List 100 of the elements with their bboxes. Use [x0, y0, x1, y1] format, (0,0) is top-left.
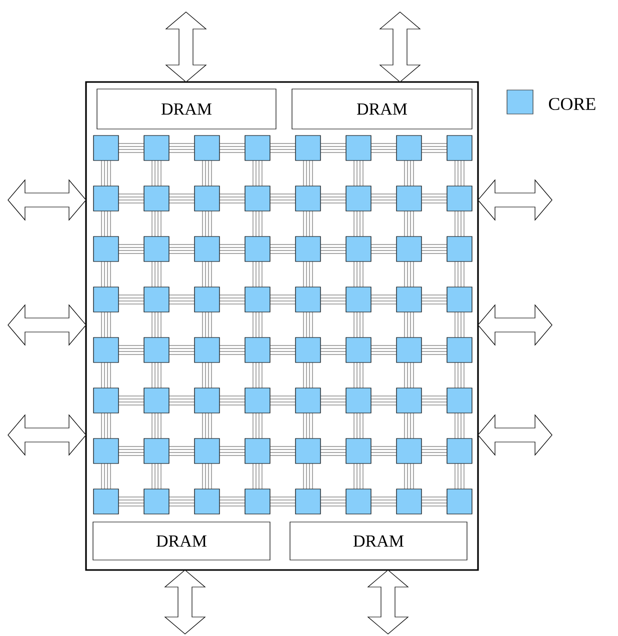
link-bundle	[454, 261, 464, 288]
core-square	[346, 135, 372, 161]
link-bundle	[320, 345, 346, 355]
core-square	[244, 286, 270, 312]
link-bundle	[404, 463, 414, 490]
link-bundle	[454, 362, 464, 388]
link-bundle	[354, 261, 364, 288]
chip-outline	[85, 81, 479, 571]
core-square	[144, 438, 170, 464]
link-bundle	[101, 412, 111, 439]
link-bundle	[320, 396, 346, 406]
link-bundle	[219, 294, 246, 304]
core-square	[244, 186, 270, 212]
link-bundle	[303, 412, 313, 439]
link-bundle	[252, 160, 262, 186]
core-square	[446, 286, 472, 312]
link-bundle	[270, 396, 296, 406]
link-bundle	[354, 160, 364, 186]
link-bundle	[118, 244, 144, 254]
core-square	[194, 438, 220, 464]
link-bundle	[152, 362, 162, 388]
link-bundle	[404, 261, 414, 288]
block-arrow	[8, 179, 86, 221]
core-square	[295, 438, 321, 464]
link-bundle	[303, 362, 313, 388]
link-bundle	[421, 446, 448, 456]
block-arrow	[478, 304, 552, 346]
link-bundle	[168, 244, 195, 254]
core-square	[396, 236, 422, 262]
link-bundle	[270, 244, 296, 254]
link-bundle	[270, 294, 296, 304]
core-square	[446, 186, 472, 212]
link-bundle	[219, 396, 246, 406]
link-bundle	[202, 261, 212, 288]
link-bundle	[252, 312, 262, 338]
core-square	[93, 337, 119, 363]
core-square	[194, 488, 220, 514]
link-bundle	[118, 194, 144, 204]
core-square	[295, 337, 321, 363]
link-bundle	[219, 244, 246, 254]
link-bundle	[202, 362, 212, 388]
link-bundle	[101, 362, 111, 388]
link-bundle	[421, 496, 448, 506]
block-arrow	[164, 570, 206, 634]
block-arrow	[8, 414, 86, 456]
link-bundle	[219, 143, 246, 153]
link-bundle	[370, 294, 397, 304]
link-bundle	[101, 312, 111, 338]
core-square	[295, 286, 321, 312]
core-square	[93, 488, 119, 514]
link-bundle	[421, 143, 448, 153]
link-bundle	[303, 261, 313, 288]
link-bundle	[202, 412, 212, 439]
core-square	[446, 337, 472, 363]
core-square	[295, 186, 321, 212]
link-bundle	[168, 396, 195, 406]
core-square	[194, 186, 220, 212]
link-bundle	[421, 345, 448, 355]
link-bundle	[168, 143, 195, 153]
link-bundle	[404, 210, 414, 237]
link-bundle	[404, 160, 414, 186]
link-bundle	[370, 345, 397, 355]
dram-box: DRAM	[292, 88, 472, 130]
core-square	[244, 236, 270, 262]
link-bundle	[421, 294, 448, 304]
core-square	[346, 236, 372, 262]
link-bundle	[202, 312, 212, 338]
link-bundle	[421, 396, 448, 406]
link-bundle	[270, 194, 296, 204]
core-square	[244, 337, 270, 363]
core-square	[346, 438, 372, 464]
core-square	[446, 488, 472, 514]
link-bundle	[152, 210, 162, 237]
block-arrow	[478, 179, 552, 221]
link-bundle	[118, 345, 144, 355]
core-square	[194, 388, 220, 414]
core-square	[144, 236, 170, 262]
link-bundle	[354, 210, 364, 237]
link-bundle	[404, 412, 414, 439]
dram-box: DRAM	[92, 522, 270, 560]
link-bundle	[118, 446, 144, 456]
core-square	[144, 337, 170, 363]
core-square	[144, 186, 170, 212]
link-bundle	[421, 194, 448, 204]
core-square	[446, 135, 472, 161]
link-bundle	[219, 345, 246, 355]
core-square	[144, 135, 170, 161]
link-bundle	[303, 312, 313, 338]
link-bundle	[219, 194, 246, 204]
core-square	[93, 236, 119, 262]
link-bundle	[354, 463, 364, 490]
link-bundle	[303, 160, 313, 186]
link-bundle	[320, 143, 346, 153]
core-square	[194, 236, 220, 262]
core-square	[446, 438, 472, 464]
link-bundle	[101, 463, 111, 490]
link-bundle	[252, 362, 262, 388]
core-square	[346, 286, 372, 312]
core-square	[93, 286, 119, 312]
link-bundle	[152, 412, 162, 439]
